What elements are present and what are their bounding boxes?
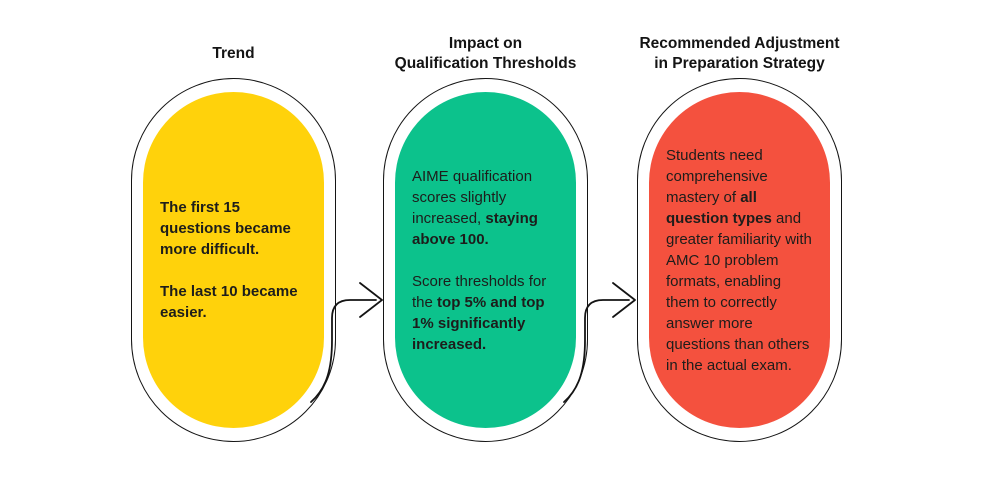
paragraph: The last 10 became easier. — [160, 283, 298, 321]
capsule-fill-impact: AIME qualification scores slightly incre… — [395, 92, 576, 428]
flow-arrow-2 — [563, 282, 636, 403]
arrow-shaft-icon — [310, 299, 377, 403]
paragraph: Score thresholds for the top 5% and top … — [412, 272, 547, 353]
paragraph: The first 15 questions became more diffi… — [160, 199, 291, 258]
arrow-shaft-icon — [563, 299, 630, 403]
flow-arrow-1 — [310, 282, 383, 403]
arrow-head-icon — [612, 282, 636, 318]
capsule-fill-trend: The first 15 questions became more diffi… — [143, 92, 324, 428]
paragraph: AIME qualification scores slightly incre… — [412, 167, 538, 248]
paragraph: Students need comprehensive mastery of a… — [666, 146, 812, 374]
capsule-outline-recommendation — [637, 78, 842, 442]
stage-body-recommendation: Students need comprehensive mastery of a… — [666, 145, 818, 376]
stage-body-trend: The first 15 questions became more diffi… — [160, 197, 312, 323]
capsule-outline-trend — [131, 78, 336, 442]
stage-title-trend: Trend — [212, 45, 255, 62]
capsule-fill-recommendation: Students need comprehensive mastery of a… — [649, 92, 830, 428]
stage-body-impact: AIME qualification scores slightly incre… — [412, 166, 564, 355]
capsule-outline-impact — [383, 78, 588, 442]
arrow-head-icon — [359, 282, 383, 318]
